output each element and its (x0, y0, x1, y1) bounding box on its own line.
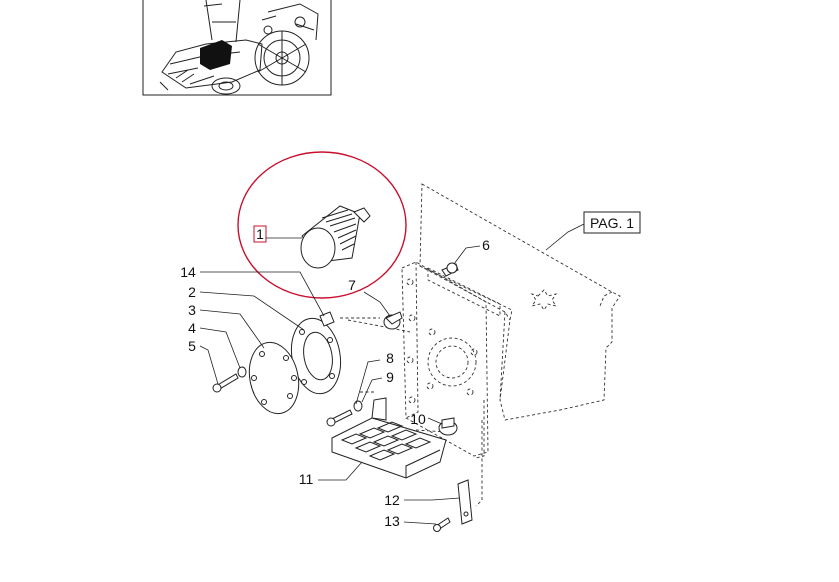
callout-9: 9 (386, 369, 394, 385)
callout-4: 4 (188, 320, 196, 336)
callout-14: 14 (180, 264, 196, 280)
screw-13-part (433, 517, 451, 532)
callout-labels: 1 2 3 4 5 6 7 8 9 10 11 12 13 14 (180, 226, 490, 529)
callout-8: 8 (386, 350, 394, 366)
callout-6: 6 (482, 237, 490, 253)
callout-11: 11 (299, 471, 314, 487)
bolt-8-part (326, 400, 363, 427)
step-part (331, 397, 447, 479)
page-reference-label: PAG. 1 (590, 215, 634, 231)
bolt-6-part (441, 262, 459, 277)
callout-3: 3 (188, 302, 196, 318)
callout-13: 13 (384, 513, 400, 529)
tractor-thumbnail (142, 0, 332, 96)
housing-outline (340, 183, 621, 507)
plug-7-part (383, 311, 403, 330)
callout-10: 10 (410, 411, 426, 427)
callout-5: 5 (188, 338, 196, 354)
callout-2: 2 (188, 284, 196, 300)
filter-highlight (237, 151, 407, 299)
leader-lines (199, 245, 481, 525)
page-reference: PAG. 1 (545, 211, 641, 251)
bolt-washer-part (212, 366, 247, 393)
callout-12: 12 (384, 492, 400, 508)
callout-7: 7 (348, 277, 356, 293)
callout-1: 1 (256, 226, 264, 242)
bracket-part (457, 479, 473, 525)
cover-plate-part (248, 341, 300, 415)
plug-10-part (438, 417, 458, 436)
